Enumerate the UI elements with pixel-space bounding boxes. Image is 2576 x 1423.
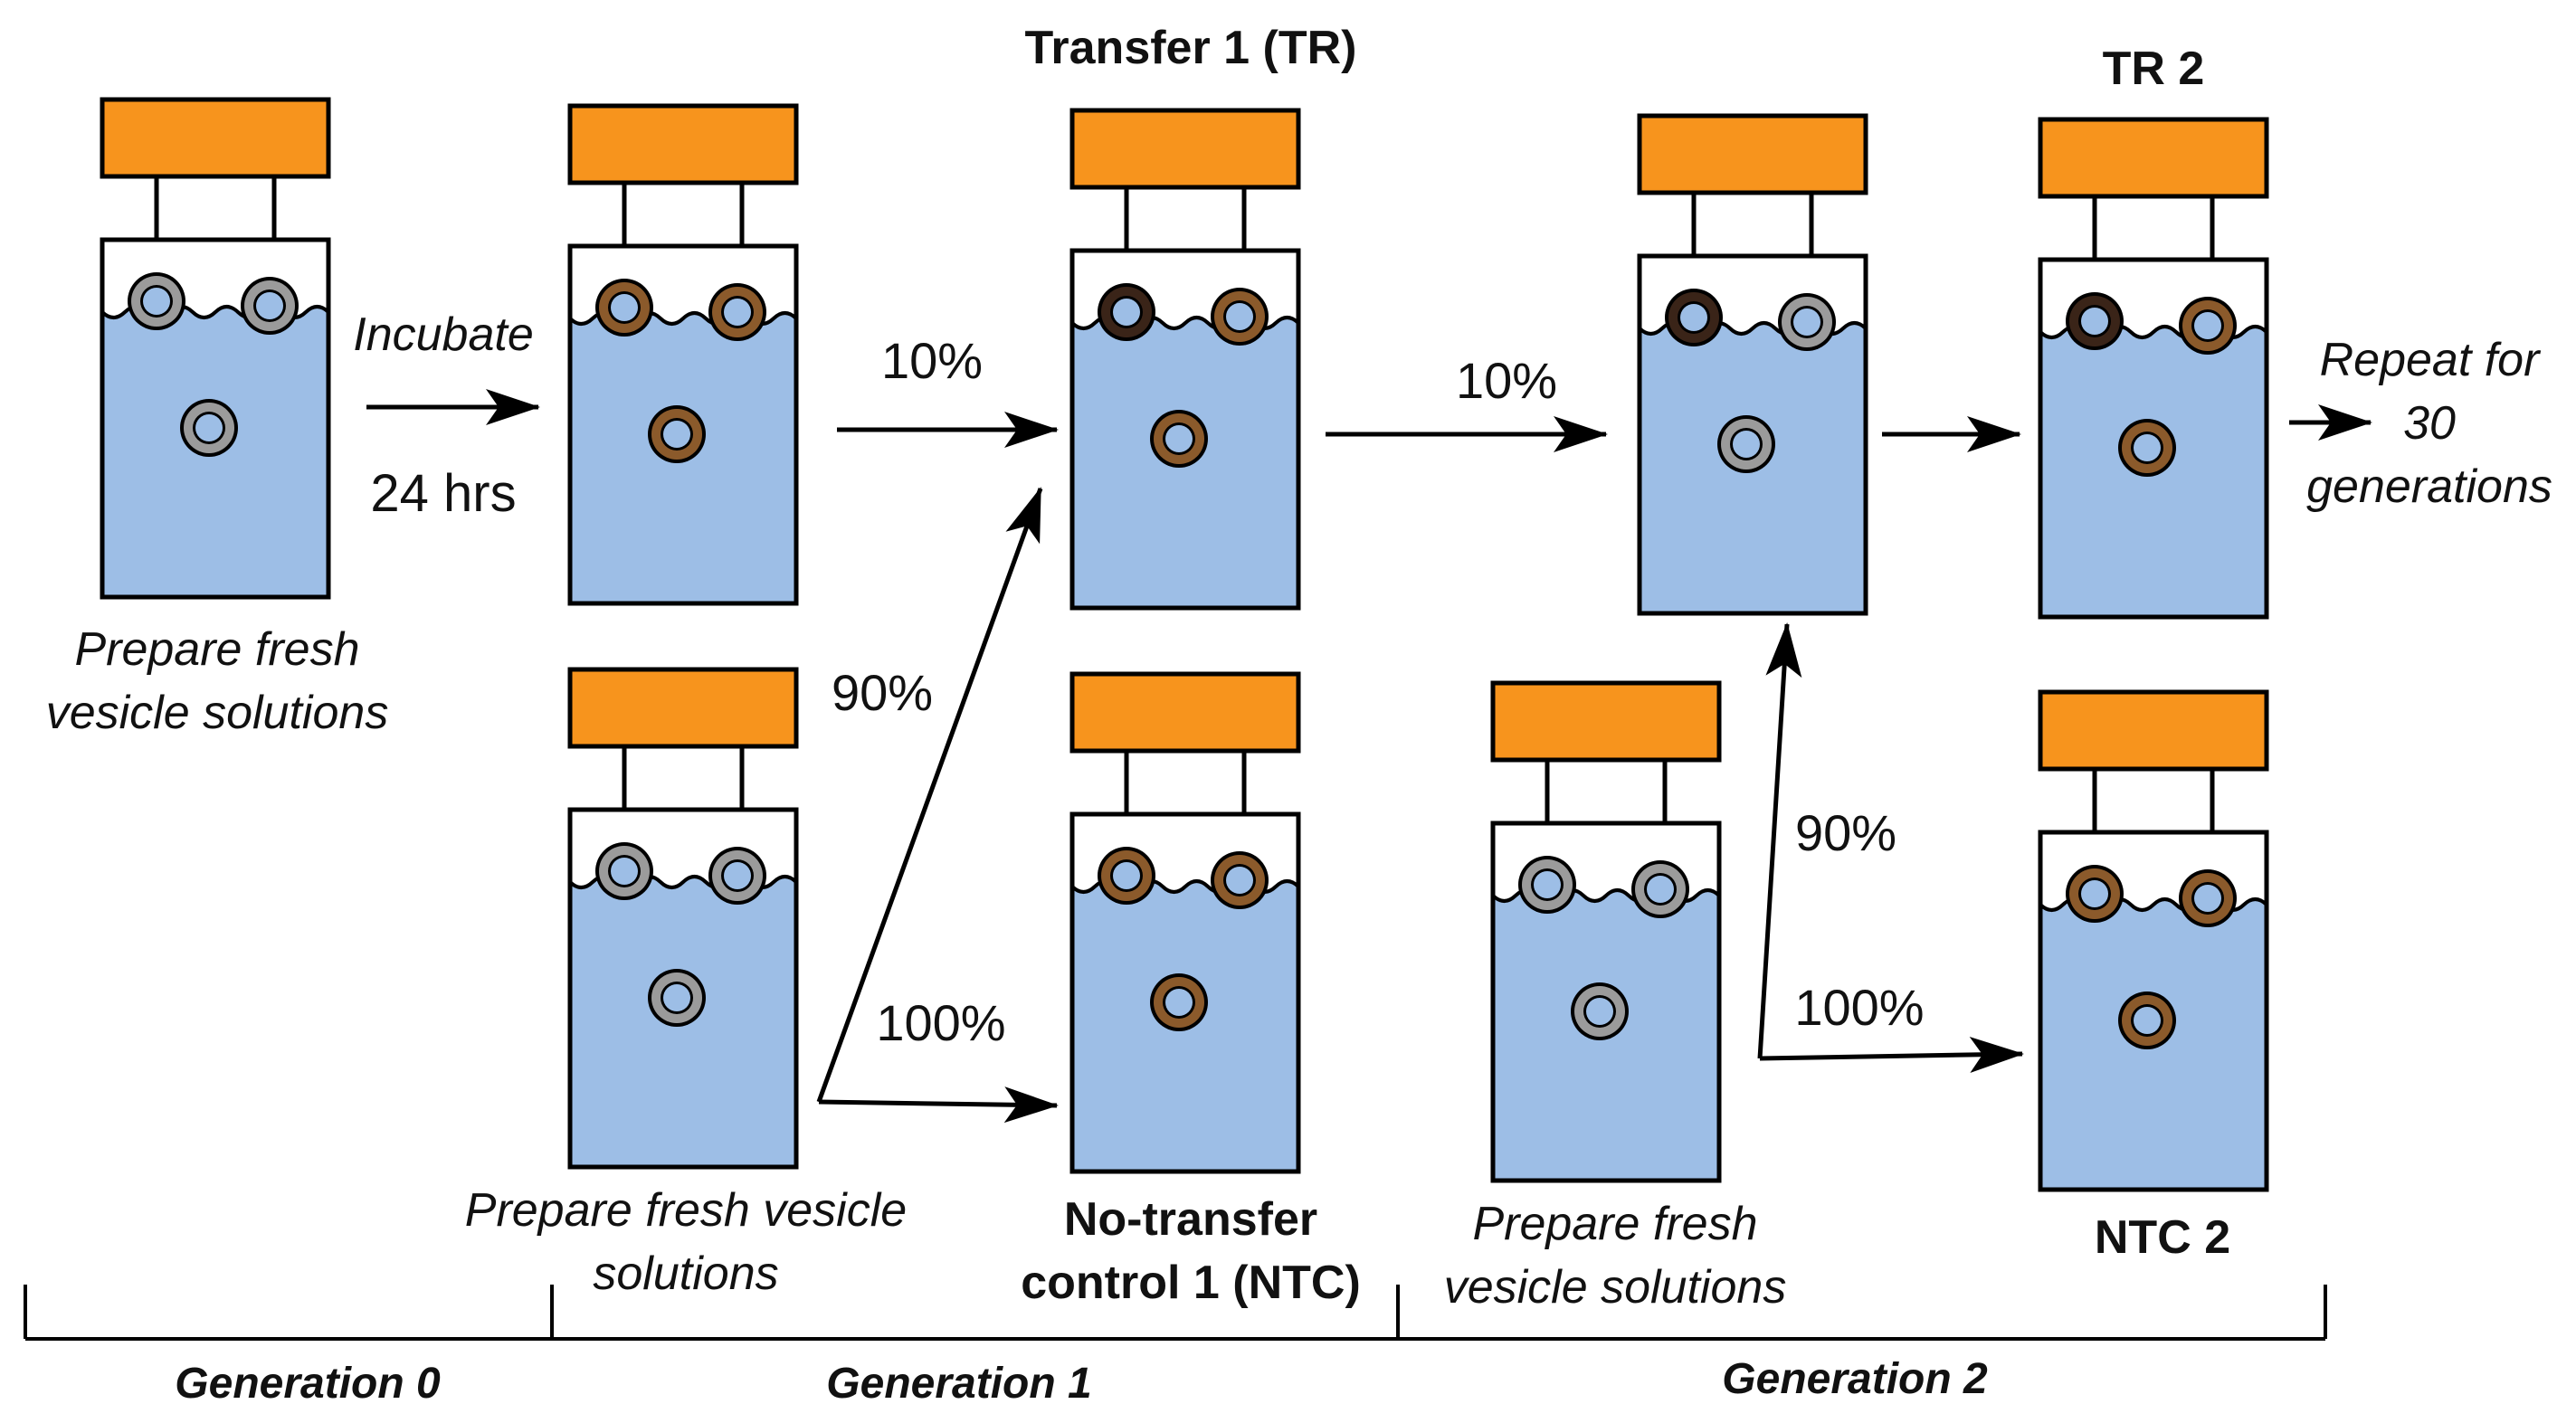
vial-tr1 bbox=[1069, 108, 1301, 611]
vesicle-lumen bbox=[2081, 308, 2108, 335]
vesicle-lumen bbox=[1586, 998, 1613, 1025]
vial-outline bbox=[1490, 821, 1722, 1183]
vesicle-lumen bbox=[1113, 299, 1140, 326]
arrow-100pct-gen1 bbox=[818, 1086, 1059, 1124]
vesicle-lumen bbox=[2134, 434, 2161, 461]
vesicle-lumen bbox=[1534, 871, 1561, 898]
vial-outline bbox=[1069, 248, 1301, 611]
vial-ntc1 bbox=[1069, 671, 1301, 1174]
vial-outline bbox=[567, 243, 799, 606]
vial-outline bbox=[1637, 253, 1868, 616]
vesicle-lumen bbox=[1226, 867, 1253, 894]
pct-100-gen1: 100% bbox=[876, 994, 1005, 1051]
vesicle-lumen bbox=[663, 421, 690, 448]
generation-timeline bbox=[24, 1285, 2327, 1341]
vial-gen0-incubated bbox=[567, 103, 799, 606]
ntc2-title: NTC 2 bbox=[2095, 1211, 2230, 1264]
vesicle-lumen bbox=[724, 299, 751, 326]
vial-tr2-mix bbox=[1637, 113, 1868, 616]
prepare-gen1-line1: Prepare fresh vesicle bbox=[465, 1184, 907, 1237]
vial-cap bbox=[567, 667, 799, 749]
vesicle-lumen bbox=[143, 288, 170, 315]
vial-outline bbox=[2038, 830, 2269, 1192]
vesicle-lumen bbox=[2081, 880, 2108, 907]
vial-cap bbox=[2038, 117, 2269, 199]
vial-gen0-fresh bbox=[100, 97, 331, 600]
vesicle-lumen bbox=[1226, 303, 1253, 330]
incubate-label: Incubate bbox=[353, 308, 534, 361]
vial-ntc2 bbox=[2038, 689, 2269, 1192]
pct-90-gen1: 90% bbox=[832, 664, 933, 721]
arrow-90pct-gen1 bbox=[816, 487, 1043, 1103]
tr2-title: TR 2 bbox=[2103, 43, 2205, 95]
vesicle-lumen bbox=[1793, 308, 1820, 336]
vial-tr2 bbox=[2038, 117, 2269, 620]
vesicle-lumen bbox=[724, 862, 751, 889]
vesicle-lumen bbox=[1165, 989, 1193, 1016]
repeat-line2: 30 bbox=[2403, 397, 2456, 450]
vials-layer bbox=[100, 97, 2269, 1192]
vesicle-lumen bbox=[256, 292, 283, 319]
vial-cap bbox=[1069, 108, 1301, 190]
vial-outline bbox=[1069, 811, 1301, 1174]
vial-gen2-fresh bbox=[1490, 680, 1722, 1183]
arrows bbox=[366, 389, 2372, 1124]
vesicle-lumen bbox=[2134, 1007, 2161, 1034]
hours-label: 24 hrs bbox=[370, 464, 516, 523]
vial-cap bbox=[1490, 680, 1722, 763]
arrow-90pct-gen2 bbox=[1757, 622, 1802, 1059]
vial-outline bbox=[2038, 257, 2269, 620]
vesicle-lumen bbox=[2194, 312, 2221, 339]
repeat-line3: generations bbox=[2306, 460, 2552, 513]
pct-100-gen2: 100% bbox=[1794, 979, 1924, 1036]
vial-cap bbox=[2038, 689, 2269, 772]
vial-cap bbox=[100, 97, 331, 179]
vial-outline bbox=[567, 807, 799, 1170]
generation-1-label: Generation 1 bbox=[826, 1360, 1091, 1408]
vesicle-lumen bbox=[195, 414, 223, 441]
vesicle-lumen bbox=[1647, 876, 1674, 903]
prepare-gen2-line1: Prepare fresh bbox=[1472, 1198, 1757, 1250]
pct-10-gen1: 10% bbox=[881, 332, 983, 389]
prepare-gen2-line2: vesicle solutions bbox=[1444, 1261, 1787, 1314]
vial-outline bbox=[100, 237, 331, 600]
prepare-gen1-line2: solutions bbox=[593, 1247, 778, 1300]
vesicle-lumen bbox=[611, 294, 638, 321]
vesicle-lumen bbox=[611, 858, 638, 885]
pct-10-gen2: 10% bbox=[1456, 352, 1557, 409]
vesicle-lumen bbox=[1113, 862, 1140, 889]
ntc1-title-line2: control 1 (NTC) bbox=[1021, 1257, 1361, 1309]
vesicle-lumen bbox=[1680, 304, 1707, 331]
prepare-gen0-line1: Prepare fresh bbox=[74, 623, 359, 676]
prepare-gen0-line2: vesicle solutions bbox=[46, 687, 389, 739]
repeat-line1: Repeat for bbox=[2320, 334, 2542, 386]
vial-cap bbox=[1069, 671, 1301, 754]
vesicle-lumen bbox=[663, 984, 690, 1011]
vial-gen1-fresh bbox=[567, 667, 799, 1170]
vesicle-lumen bbox=[1733, 431, 1760, 458]
generation-2-label: Generation 2 bbox=[1722, 1355, 1988, 1403]
labels: Incubate 24 hrs Prepare fresh vesicle so… bbox=[46, 22, 2552, 1314]
ntc1-title-line1: No-transfer bbox=[1064, 1193, 1317, 1246]
vial-cap bbox=[567, 103, 799, 185]
pct-90-gen2: 90% bbox=[1795, 804, 1896, 861]
arrow-100pct-gen2 bbox=[1759, 1037, 2024, 1073]
vesicle-lumen bbox=[2194, 885, 2221, 912]
transfer1-title: Transfer 1 (TR) bbox=[1025, 22, 1357, 74]
generation-0-label: Generation 0 bbox=[175, 1360, 441, 1408]
vial-cap bbox=[1637, 113, 1868, 195]
vesicle-lumen bbox=[1165, 425, 1193, 452]
